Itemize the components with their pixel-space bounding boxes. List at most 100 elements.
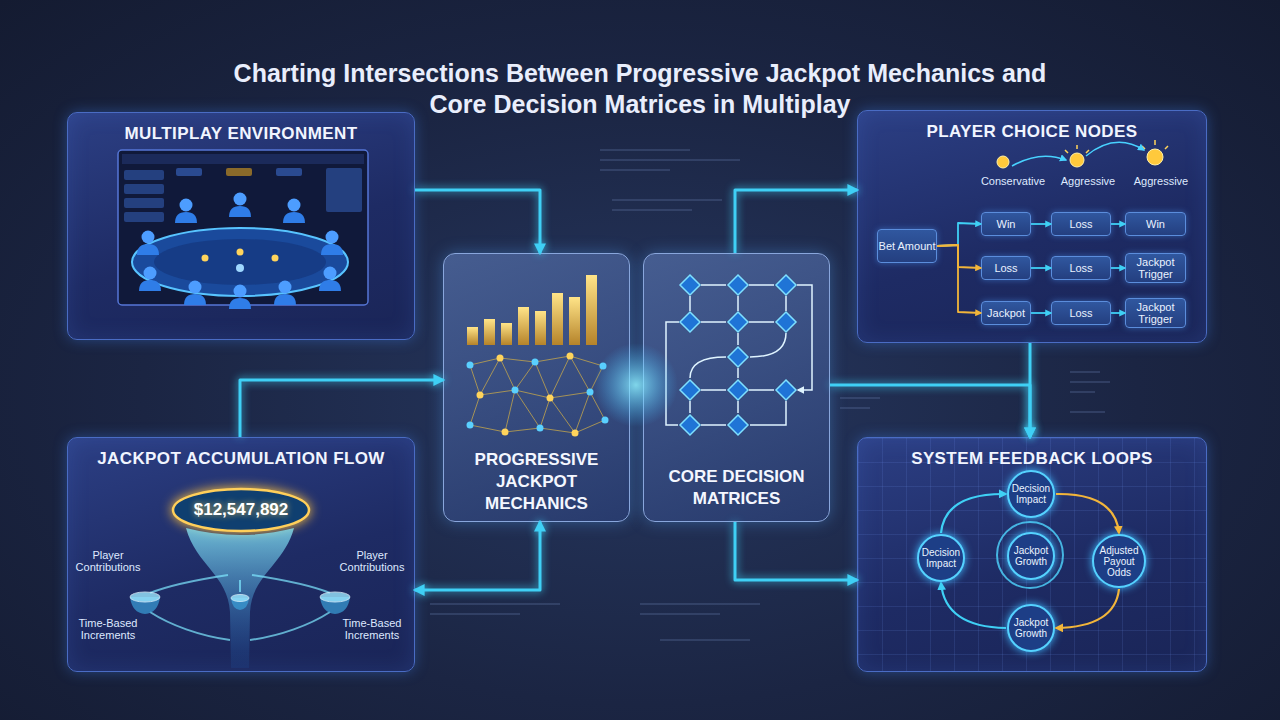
node-label: Decision Impact [1009,483,1053,505]
node-label: $12,547,892 [194,500,289,520]
avatar [139,267,161,292]
network-dot [532,359,539,366]
panel-heading: JACKPOT ACCUMULATION FLOW [68,449,414,469]
choice-arrow [1086,142,1144,156]
matrix-diamond [728,347,748,367]
network-dot [587,389,594,396]
node-label: Win [1146,218,1165,230]
connector-arrow [1111,223,1125,225]
network-dot [502,429,509,436]
node-label: Bet Amount [879,240,936,252]
screen-menu-item [124,170,164,180]
avatar [319,267,341,292]
connector-arrow [941,583,1006,628]
coin-rays [1065,140,1168,153]
avatar [229,285,251,310]
outcome-box: Loss [1051,256,1111,280]
matrix-diamond [776,380,796,400]
game-table [132,228,348,296]
connector-arrow [1031,267,1051,269]
network-dot [572,430,579,437]
node-label: Jackpot Trigger [1126,256,1185,280]
cup-rim [231,595,249,602]
network-dot [537,425,544,432]
connector-arrow [415,522,540,590]
circle-shape [1008,605,1054,651]
bar [484,319,495,345]
center-ring [997,522,1063,588]
matrix-flow-lines [666,285,812,425]
cup [320,597,350,614]
connector-arrow [735,522,857,580]
matrix-diamond [680,275,700,295]
screen-menu-item [124,212,164,222]
connector-arrow [1111,267,1125,269]
connector-arrow [1031,312,1051,314]
core-box: CORE DECISION MATRICES [643,253,830,522]
feedback-circle: Adjusted Payout Odds [1091,533,1147,589]
outcome-box: Jackpot [981,301,1031,325]
node-label: Jackpot [987,307,1025,319]
matrix-diamond [728,312,748,332]
connector-arrow [735,190,857,253]
node-label: Adjusted Payout Odds [1094,545,1144,578]
avatar [274,281,296,306]
screen-side-panel [326,168,362,212]
matrix-diamond [728,275,748,295]
connector-arrow [937,223,981,246]
outcome-box: Jackpot Trigger [1125,253,1186,283]
bar [467,327,478,345]
background-lines [430,150,1110,640]
network-dot [547,395,554,402]
circle-shape [1008,533,1054,579]
outcome-box: Loss [1051,212,1111,236]
matrix-diamond [728,380,748,400]
screen-tab [176,168,202,176]
section-panel: MULTIPLAY ENVIRONMENT [67,112,415,340]
circle-shape [1008,471,1054,517]
game-table-inner [154,239,326,285]
bar [552,293,563,345]
connector-arrow [1056,589,1119,628]
avatar [175,199,197,224]
feedback-circle: Decision Impact [916,533,966,583]
connector-arrow [941,494,1006,533]
connector-arrow [830,385,1030,437]
screen-tab [276,168,302,176]
connector-arrow [240,380,443,437]
matrix-diamond [680,312,700,332]
connector-arrow [1056,494,1119,533]
node-label: Loss [1069,262,1092,274]
bar [501,323,512,345]
center-glow [594,343,678,427]
network-dot [477,392,484,399]
network-dot [467,422,474,429]
section-panel: PLAYER CHOICE NODESBet AmountWinLossWinL… [857,110,1207,343]
screen-menu-item [124,198,164,208]
chip [237,249,244,256]
network-dot [467,362,474,369]
outcome-box: Loss [1051,301,1111,325]
choice-arrow [1012,156,1066,166]
node-label: Jackpot Trigger [1126,301,1185,325]
screen-frame [118,150,368,305]
core-box: PROGRESSIVE JACKPOT MECHANICS [443,253,630,522]
outcome-box: Win [1125,212,1186,236]
node-label: Loss [1069,218,1092,230]
node-label: Loss [994,262,1017,274]
diagram-title: Charting Intersections Between Progressi… [230,58,1050,120]
node-label: Jackpot Growth [1009,617,1053,639]
node-label: Decision Impact [919,547,963,569]
connector-arrow [1111,312,1125,314]
connector-arrow [1029,343,1032,437]
matrix-diamond [776,275,796,295]
bar [518,307,529,345]
panel-heading: PLAYER CHOICE NODES [858,122,1206,142]
node-label: Jackpot Growth [1009,545,1053,567]
ellipse-shape [173,489,309,531]
matrix-diamond [776,312,796,332]
connector-arrow [415,190,540,253]
bar [586,275,597,345]
avatar [229,193,251,218]
coin [1070,153,1084,167]
